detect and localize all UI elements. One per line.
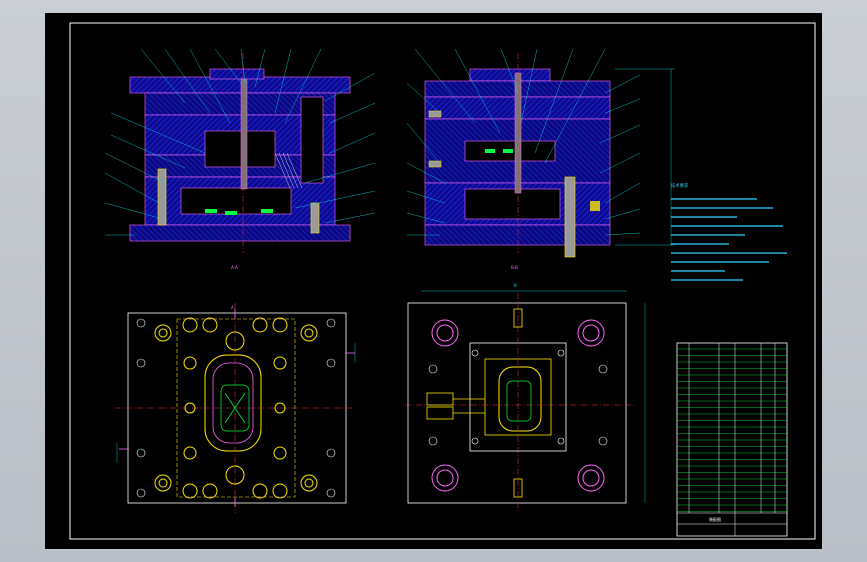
section-label-right: B-B xyxy=(511,265,518,270)
cad-viewport[interactable]: A-A xyxy=(45,13,822,549)
mold-assembly-drawing: A-A xyxy=(69,22,816,540)
notes-title: 技术要求 xyxy=(671,182,689,189)
plan-view-right: B xyxy=(405,283,646,513)
section-view-left: A-A xyxy=(104,48,376,270)
plan-view-left: A xyxy=(115,303,356,513)
technical-notes: 技术要求 xyxy=(671,182,787,281)
outer-frame xyxy=(69,22,816,540)
cut-marker-right: B xyxy=(514,283,517,288)
cut-marker-left: A xyxy=(231,305,234,310)
section-label-left: A-A xyxy=(231,265,238,270)
section-view-right: B-B xyxy=(406,48,675,270)
parts-list-table: 装配图 xyxy=(676,342,788,537)
title-block-label: 装配图 xyxy=(709,516,721,522)
